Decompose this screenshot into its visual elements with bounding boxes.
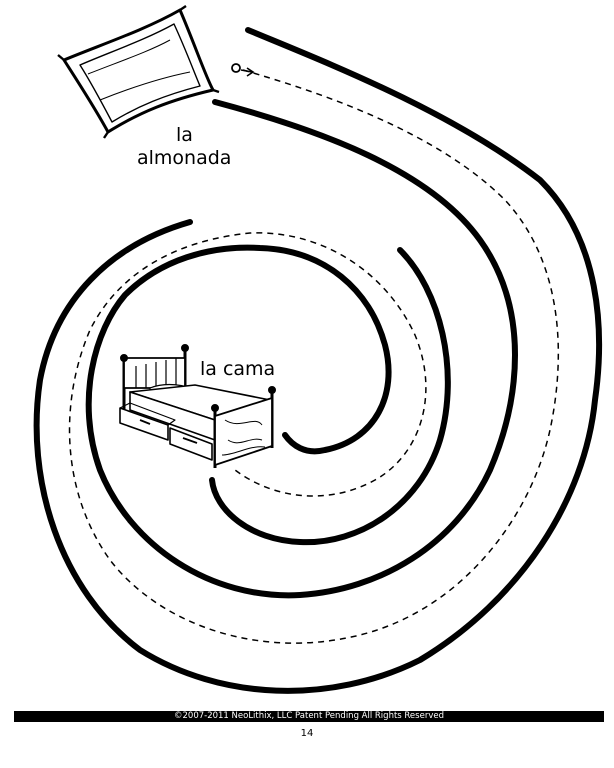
maze-outer-wall [33, 27, 603, 694]
page-number: 14 [300, 728, 314, 739]
maze-innermost-wall [209, 247, 451, 546]
maze-guide-path [68, 69, 560, 644]
bed-label: la cama [200, 358, 276, 380]
pillow-label-line1: la [176, 124, 193, 146]
start-circle-icon [231, 63, 255, 77]
bed-icon [119, 344, 276, 468]
pillow-label-line2: almonada [137, 147, 232, 169]
copyright-bar: ©2007-2011 NeoLithix, LLC Patent Pending… [14, 711, 604, 722]
maze-inner-wall [85, 99, 518, 599]
pillow-icon [57, 5, 220, 139]
